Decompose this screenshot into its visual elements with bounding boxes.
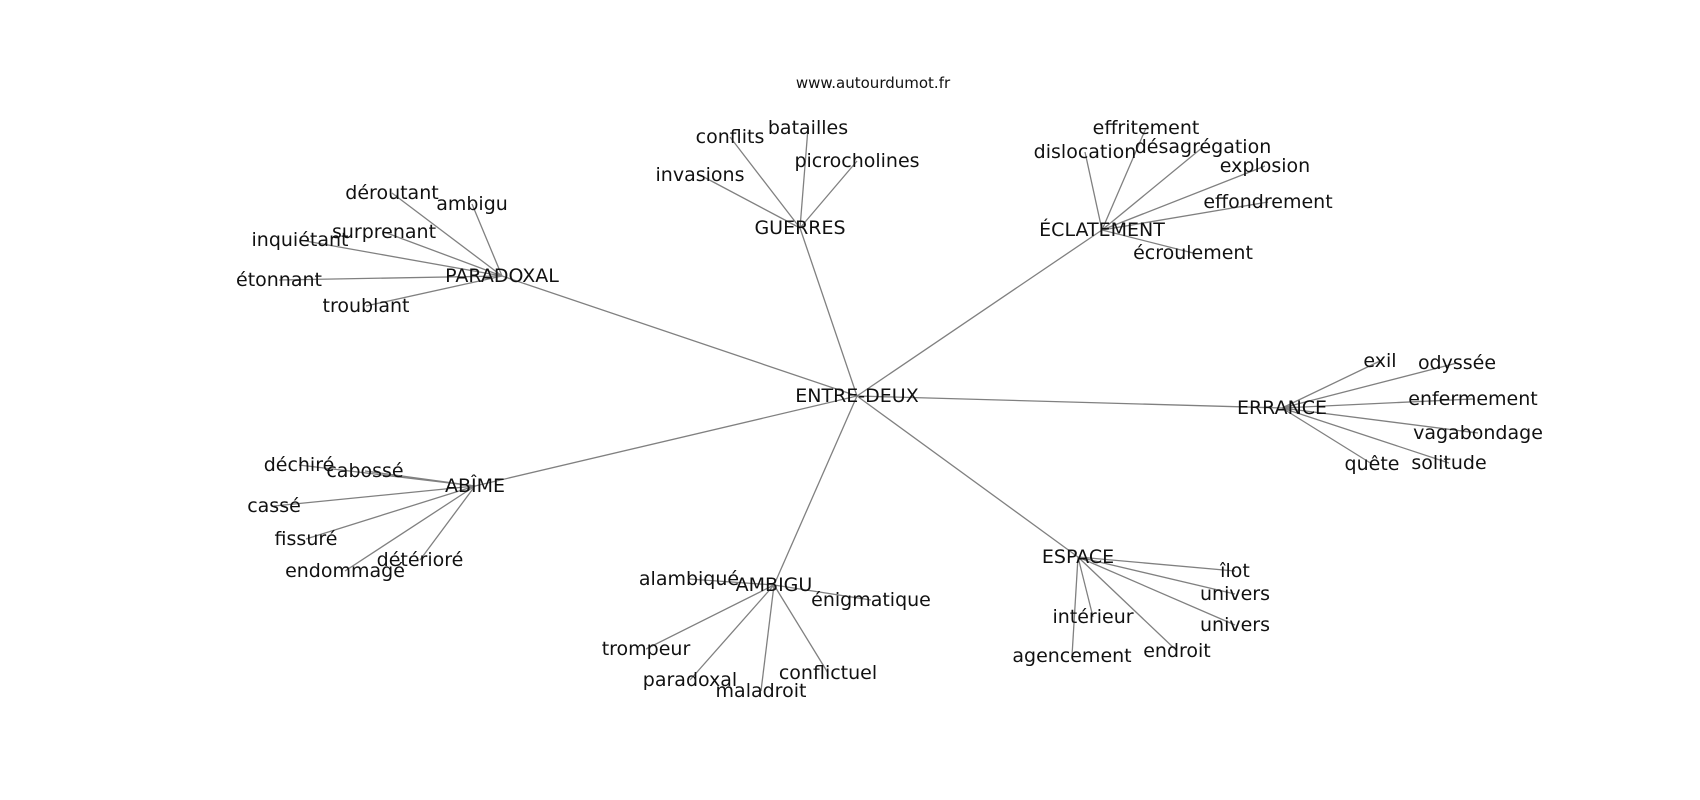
leaf-word-eclatement-2: désagrégation	[1135, 136, 1272, 158]
edge-espace-2	[1077, 556, 1094, 618]
branch-node-espace: ESPACE	[1042, 546, 1114, 568]
leaf-word-abime-0: déchiré	[264, 454, 335, 476]
leaf-word-paradoxal-0: déroutant	[345, 182, 438, 204]
edge-paradoxal-5	[365, 275, 503, 307]
leaf-word-ambigu-0: alambiqué	[639, 568, 739, 590]
leaf-word-eclatement-4: effondrement	[1203, 191, 1332, 213]
leaf-word-paradoxal-3: inquiétant	[252, 229, 349, 251]
leaf-word-errance-3: vagabondage	[1413, 422, 1543, 444]
edge-paradoxal-1	[471, 203, 503, 277]
leaf-word-eclatement-0: effritement	[1093, 117, 1200, 139]
leaf-word-errance-0: exil	[1363, 350, 1396, 372]
leaf-word-eclatement-5: écroulement	[1133, 242, 1253, 264]
leaf-word-errance-4: quête	[1345, 453, 1400, 475]
leaf-word-eclatement-3: explosion	[1220, 155, 1310, 177]
edge-eclatement-2	[1101, 146, 1204, 231]
leaf-word-paradoxal-4: étonnant	[236, 269, 322, 291]
edges-layer	[273, 127, 1479, 692]
edge-eclatement-1	[1084, 151, 1103, 231]
edge-guerres-0	[729, 136, 801, 229]
leaf-word-guerres-3: picrocholines	[794, 150, 919, 172]
edge-abime-5	[419, 485, 476, 561]
edge-abime-4	[344, 485, 476, 572]
edge-abime-1	[364, 470, 476, 487]
branch-node-abime: ABÎME	[445, 474, 505, 497]
leaf-word-guerres-0: conflits	[696, 126, 765, 148]
edge-eclatement-3	[1101, 165, 1266, 231]
leaf-word-abime-4: endommagé	[285, 560, 405, 582]
edge-espace-5	[1077, 556, 1178, 652]
leaf-word-ambigu-5: conflictuel	[779, 662, 877, 684]
edge-guerres-3	[799, 160, 858, 229]
leaf-word-abime-5: détérioré	[377, 549, 464, 571]
edge-center-abime	[474, 395, 858, 487]
edge-espace-3	[1077, 556, 1236, 626]
leaf-word-paradoxal-2: surprenant	[332, 221, 436, 243]
branch-node-errance: ERRANCE	[1237, 397, 1327, 419]
leaf-word-ambigu-2: trompeur	[602, 638, 691, 660]
edge-espace-4	[1071, 556, 1079, 657]
edge-ambigu-2	[645, 584, 775, 650]
edge-abime-3	[305, 485, 476, 540]
leaf-word-errance-1: odyssée	[1418, 352, 1496, 374]
edge-errance-5	[1281, 407, 1450, 464]
site-label: www.autourdumot.fr	[796, 74, 951, 92]
edge-paradoxal-2	[383, 231, 503, 277]
edge-abime-2	[273, 485, 476, 507]
edge-paradoxal-0	[391, 192, 503, 277]
edge-center-espace	[856, 395, 1079, 558]
center-node: ENTRE-DEUX	[795, 385, 918, 407]
leaf-word-abime-3: fissuré	[275, 528, 338, 550]
edge-eclatement-5	[1101, 229, 1194, 254]
edge-center-guerres	[799, 227, 858, 397]
branch-node-eclatement: ÉCLATEMENT	[1039, 218, 1165, 241]
branch-node-ambigu: AMBIGU	[736, 574, 813, 596]
edge-espace-0	[1077, 556, 1236, 572]
leaf-word-ambigu-3: paradoxal	[643, 669, 737, 691]
edge-guerres-2	[699, 174, 801, 229]
edge-center-paradoxal	[501, 275, 858, 397]
branch-node-guerres: GUERRES	[754, 217, 845, 239]
edge-errance-2	[1281, 398, 1474, 409]
leaf-word-espace-3: univers	[1200, 614, 1270, 636]
branch-node-paradoxal: PARADOXAL	[445, 265, 559, 287]
edge-ambigu-3	[689, 584, 775, 681]
leaf-word-espace-4: agencement	[1012, 645, 1131, 667]
leaf-word-guerres-1: batailles	[768, 117, 848, 139]
edge-ambigu-1	[773, 584, 872, 601]
edge-paradoxal-3	[299, 239, 503, 277]
edge-center-errance	[856, 395, 1283, 409]
edge-center-ambigu	[773, 395, 858, 586]
edge-eclatement-4	[1101, 201, 1269, 231]
leaf-word-espace-1: univers	[1200, 583, 1270, 605]
leaf-word-abime-2: cassé	[247, 495, 301, 517]
edge-ambigu-0	[688, 578, 775, 586]
leaf-word-errance-5: solitude	[1411, 452, 1486, 474]
labels-layer: ENTRE-DEUX PARADOXAL déroutantambigusurpre…	[236, 117, 1543, 702]
leaf-word-espace-5: endroit	[1143, 640, 1211, 662]
edge-espace-1	[1077, 556, 1236, 595]
edge-errance-3	[1281, 407, 1479, 434]
edge-ambigu-4	[760, 584, 775, 692]
edge-eclatement-0	[1101, 127, 1147, 231]
edge-ambigu-5	[773, 584, 829, 674]
leaf-word-abime-1: cabossé	[326, 460, 403, 482]
edge-paradoxal-4	[278, 275, 503, 281]
edge-errance-1	[1281, 362, 1458, 409]
edge-center-eclatement	[856, 229, 1103, 397]
leaf-word-paradoxal-5: troublant	[323, 295, 410, 317]
leaf-word-guerres-2: invasions	[656, 164, 745, 186]
leaf-word-ambigu-1: énigmatique	[811, 589, 931, 611]
leaf-word-espace-0: îlot	[1219, 560, 1250, 582]
leaf-word-espace-2: intérieur	[1052, 606, 1133, 628]
leaf-word-errance-2: enfermement	[1408, 388, 1537, 410]
leaf-word-eclatement-1: dislocation	[1034, 141, 1137, 163]
edge-errance-4	[1281, 407, 1373, 465]
leaf-word-paradoxal-1: ambigu	[436, 193, 508, 215]
edge-guerres-1	[799, 127, 809, 229]
edge-errance-0	[1281, 360, 1381, 409]
leaf-word-ambigu-4: maladroit	[716, 680, 807, 702]
